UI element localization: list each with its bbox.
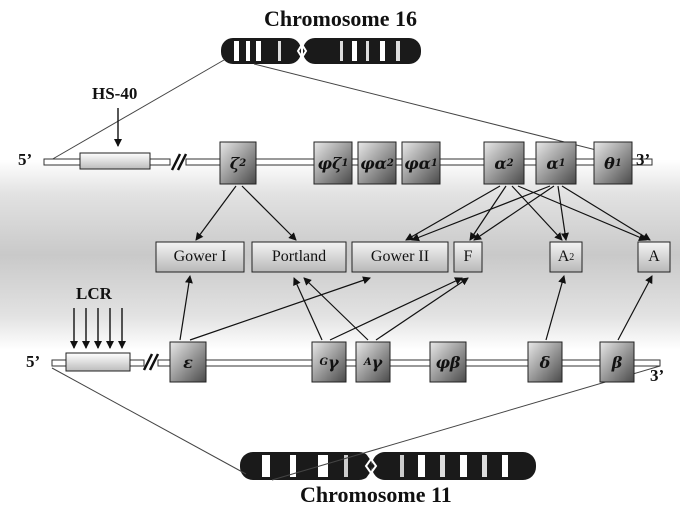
- alpha-3prime-label: 3’: [636, 150, 651, 169]
- hemoglobin-f: F: [463, 248, 473, 265]
- beta-to-hemoglobin-arrows: [179, 275, 653, 341]
- hemoglobin-boxes: [155, 241, 671, 273]
- alpha-gene-boxes: [219, 141, 633, 185]
- regulatory-arrows: [70, 108, 126, 349]
- hs40-label: HS-40: [92, 84, 138, 103]
- chromosome-11-title: Chromosome 11: [300, 482, 452, 507]
- chromosome-16-title: Chromosome 16: [264, 6, 417, 31]
- beta-gene-label: β: [611, 352, 623, 372]
- alpha-5prime-label: 5’: [18, 150, 33, 169]
- alpha-to-hemoglobin-arrows: [195, 185, 651, 242]
- chromosome-11-ideogram: [240, 451, 536, 481]
- hemoglobin-gower-ii: Gower II: [370, 248, 430, 265]
- zoom-lines: [43, 59, 661, 481]
- beta-5prime-label: 5’: [26, 352, 41, 371]
- beta-3prime-label: 3’: [650, 366, 665, 385]
- hemoglobin-gower-i: Gower I: [173, 248, 227, 265]
- hemoglobin-a: A: [648, 248, 660, 265]
- psi-beta-gene-label: φβ: [435, 352, 461, 372]
- epsilon-gene-label: ε: [183, 352, 193, 372]
- delta-gene-label: δ: [539, 352, 551, 372]
- hemoglobin-portland: Portland: [271, 248, 327, 265]
- chromosome-16-ideogram: [221, 37, 421, 65]
- beta-locus-strand: [51, 352, 661, 372]
- beta-gene-boxes: [169, 341, 635, 383]
- lcr-label: LCR: [76, 284, 112, 303]
